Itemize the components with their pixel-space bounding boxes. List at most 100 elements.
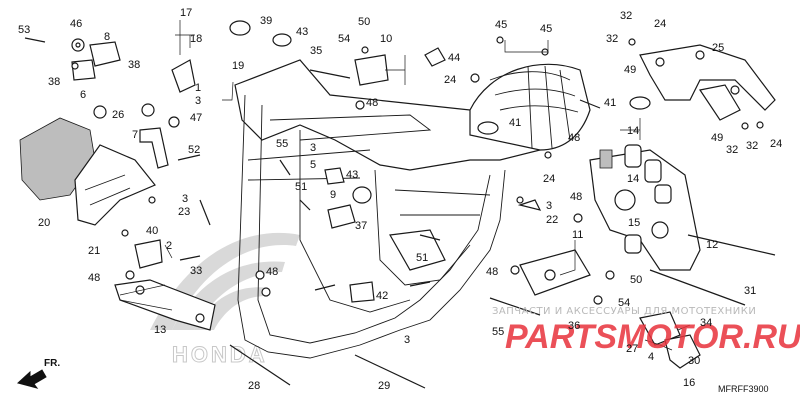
callout-label: 48 bbox=[486, 266, 498, 278]
watermark-caption: ЗАПЧАСТИ И АКСЕССУАРЫ ДЛЯ МОТОТЕХНИКИ bbox=[492, 306, 756, 317]
callout-label: 2 bbox=[166, 240, 172, 252]
callout-label: 38 bbox=[128, 59, 140, 71]
callout-label: 51 bbox=[416, 252, 428, 264]
callout-label: 11 bbox=[572, 229, 583, 241]
side-covers bbox=[19, 117, 156, 226]
front-direction-indicator: FR. bbox=[16, 358, 60, 389]
watermark-logo: PARTSMOTOR.RU bbox=[505, 318, 800, 356]
rear-fender bbox=[469, 63, 591, 151]
callout-label: 42 bbox=[376, 290, 388, 302]
brand-wordmark: HONDA bbox=[172, 342, 268, 367]
callout-label: 3 bbox=[195, 95, 201, 107]
callout-label: 34 bbox=[700, 317, 712, 329]
clamps-top bbox=[229, 20, 651, 204]
small-parts-center bbox=[199, 54, 681, 346]
callout-label: 50 bbox=[358, 16, 370, 28]
callout-label: 24 bbox=[543, 173, 555, 185]
callout-label: 8 bbox=[104, 31, 110, 43]
callout-label: 16 bbox=[683, 377, 695, 389]
callout-label: 37 bbox=[355, 220, 367, 232]
callout-label: 22 bbox=[546, 214, 558, 226]
callout-label: 31 bbox=[744, 285, 756, 297]
callout-label: 7 bbox=[132, 129, 138, 141]
callout-label: 50 bbox=[630, 274, 642, 286]
callout-label: 32 bbox=[726, 144, 738, 156]
callout-label: 17 bbox=[180, 7, 192, 19]
callout-label: 6 bbox=[80, 89, 86, 101]
side-bracket-assembly bbox=[519, 144, 701, 296]
callout-label: 39 bbox=[260, 15, 272, 27]
callout-label: 38 bbox=[48, 76, 60, 88]
callout-label: 18 bbox=[190, 33, 202, 45]
callout-label: 29 bbox=[378, 380, 390, 392]
callout-label: 3 bbox=[310, 142, 316, 154]
callout-label: 52 bbox=[188, 144, 200, 156]
callout-label: 48 bbox=[88, 272, 100, 284]
callout-label: 14 bbox=[627, 173, 639, 185]
callout-label: 49 bbox=[624, 64, 636, 76]
bracket-7 bbox=[139, 127, 169, 169]
callout-label: 54 bbox=[338, 33, 350, 45]
callout-label: 26 bbox=[112, 109, 124, 121]
callout-label: 4 bbox=[648, 351, 654, 363]
callout-label: 24 bbox=[770, 138, 782, 150]
callout-label: 48 bbox=[568, 132, 580, 144]
callout-label: 36 bbox=[568, 320, 580, 332]
callout-label: 54 bbox=[618, 297, 630, 309]
callout-label: 35 bbox=[310, 45, 322, 57]
callout-label: 48 bbox=[266, 266, 278, 278]
callout-label: 24 bbox=[654, 18, 666, 30]
callout-label: 48 bbox=[570, 191, 582, 203]
callout-label: 1 bbox=[195, 82, 201, 94]
small-parts-left bbox=[24, 37, 180, 128]
front-direction-label: FR. bbox=[44, 358, 60, 369]
callout-label: 21 bbox=[88, 245, 100, 257]
callout-label: 20 bbox=[38, 217, 50, 229]
callout-label: 14 bbox=[627, 125, 639, 137]
callout-label: 3 bbox=[404, 334, 410, 346]
leader-lines bbox=[119, 20, 691, 351]
callout-label: 43 bbox=[346, 169, 358, 181]
callout-label: 15 bbox=[628, 217, 640, 229]
callout-label: 23 bbox=[178, 206, 190, 218]
callout-label: 10 bbox=[380, 33, 392, 45]
diagram-code: MFRFF3900 bbox=[718, 384, 769, 394]
callout-label: 25 bbox=[712, 42, 724, 54]
callout-label: 13 bbox=[154, 324, 166, 336]
callout-label: 47 bbox=[190, 112, 202, 124]
callout-label: 45 bbox=[495, 19, 507, 31]
callout-label: 41 bbox=[509, 117, 521, 129]
callout-label: 19 bbox=[232, 60, 244, 72]
callout-label: 41 bbox=[604, 97, 616, 109]
main-frame bbox=[234, 59, 546, 359]
callout-label: 32 bbox=[620, 10, 632, 22]
callout-label: 49 bbox=[711, 132, 723, 144]
bracket-16 bbox=[664, 334, 701, 369]
callout-label: 33 bbox=[190, 265, 202, 277]
callout-label: 28 bbox=[248, 380, 260, 392]
front-arrow-icon bbox=[16, 369, 47, 389]
callout-label: 5 bbox=[310, 159, 316, 171]
through-bolts bbox=[229, 69, 776, 389]
callout-label: 55 bbox=[276, 138, 288, 150]
callout-label: 51 bbox=[295, 181, 307, 193]
callout-label: 24 bbox=[444, 74, 456, 86]
callout-label: 32 bbox=[606, 33, 618, 45]
rear-bracket-assembly bbox=[639, 44, 776, 121]
callout-label: 9 bbox=[330, 189, 336, 201]
callout-label: 12 bbox=[706, 239, 718, 251]
callout-label: 43 bbox=[296, 26, 308, 38]
callout-label: 27 bbox=[626, 343, 638, 355]
callout-label: 32 bbox=[746, 140, 758, 152]
callout-label: 45 bbox=[540, 23, 552, 35]
callout-label: 46 bbox=[70, 18, 82, 30]
callout-labels: 53 46 8 38 6 38 26 17 18 19 39 43 50 54 … bbox=[18, 7, 782, 392]
callout-label: 53 bbox=[18, 24, 30, 36]
callout-label: 48 bbox=[366, 97, 378, 109]
bracket-17 bbox=[171, 59, 196, 93]
callout-label: 30 bbox=[688, 355, 700, 367]
callout-label: 55 bbox=[492, 326, 504, 338]
callout-label: 40 bbox=[146, 225, 158, 237]
callout-label: 3 bbox=[182, 193, 188, 205]
